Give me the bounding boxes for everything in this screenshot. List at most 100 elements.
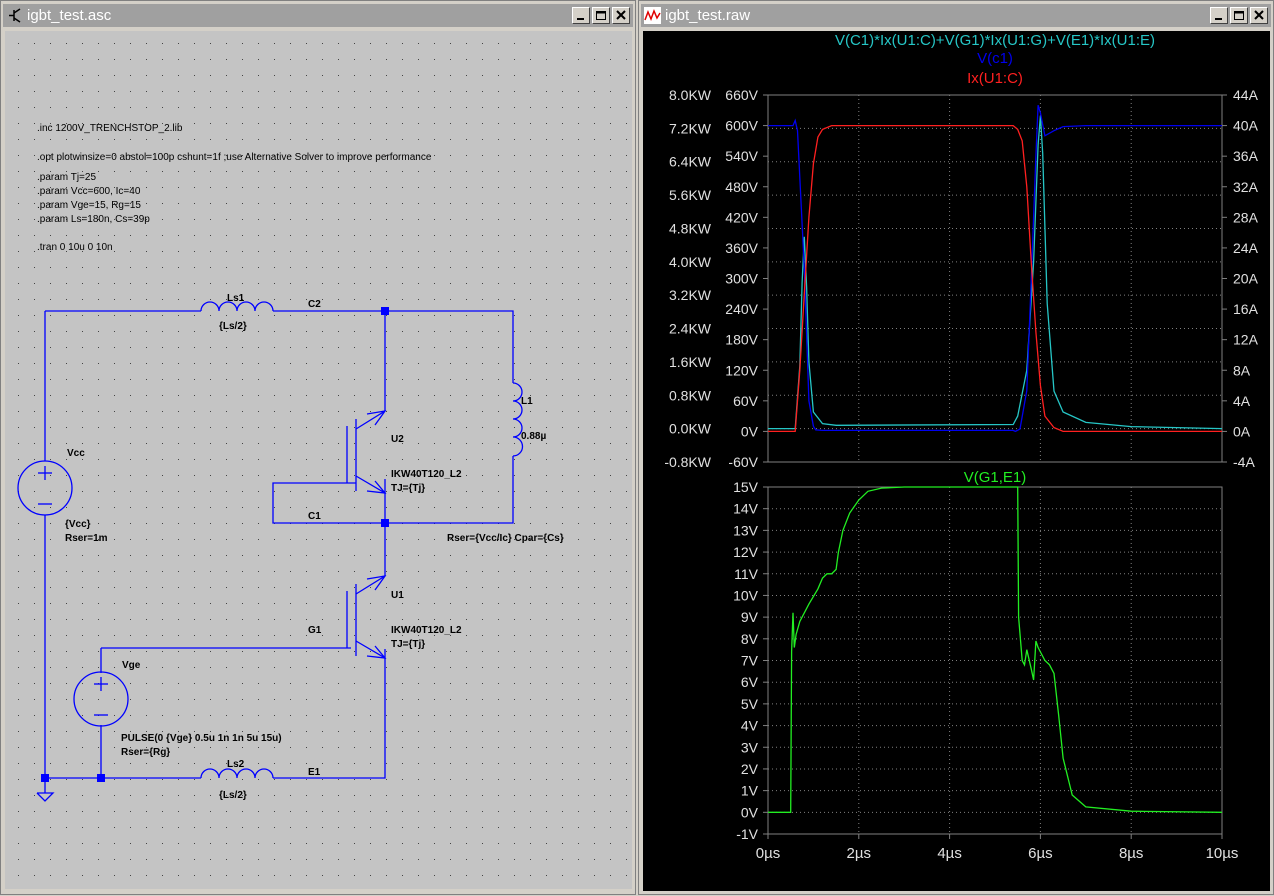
tick-label-current: 4A (1233, 393, 1251, 409)
minimize-icon (1215, 18, 1222, 20)
label-u1-model[interactable]: IKW40T120_L2 (391, 625, 462, 636)
inductor-ls1[interactable] (200, 301, 274, 312)
inductor-l1[interactable] (512, 382, 524, 457)
top-pane-frame (767, 94, 1223, 463)
voltage-source-vge[interactable] (73, 671, 129, 727)
schematic-canvas[interactable]: .inc 1200V_TRENCHSTOP_2.lib .opt plotwin… (5, 31, 632, 889)
directive-include[interactable]: .inc 1200V_TRENCHSTOP_2.lib (37, 123, 183, 134)
tick-label-voltage: 120V (725, 362, 758, 378)
tick-label-current: 12A (1233, 332, 1259, 348)
close-button[interactable] (612, 7, 630, 24)
tick-label-gate-voltage: 15V (733, 479, 759, 495)
wires (36, 310, 514, 802)
tick-label-power: 4.0KW (669, 254, 712, 270)
label-vcc-value[interactable]: {Vcc} (65, 519, 91, 530)
tick-label-voltage: 660V (725, 87, 758, 103)
tick-label-voltage: 480V (725, 179, 758, 195)
tick-label-gate-voltage: 9V (741, 609, 759, 625)
label-vcc-name[interactable]: Vcc (67, 448, 85, 459)
tick-label-gate-voltage: 6V (741, 674, 759, 690)
close-button[interactable] (1250, 7, 1268, 24)
directive-param-tj[interactable]: .param Tj=25 (37, 172, 96, 183)
plot-titlebar[interactable]: igbt_test.raw (641, 4, 1271, 27)
label-vge-name[interactable]: Vge (122, 660, 141, 671)
minimize-button[interactable] (1210, 7, 1228, 24)
tick-label-voltage: 360V (725, 240, 758, 256)
label-net-c2[interactable]: C2 (308, 299, 321, 310)
label-ls2-name[interactable]: Ls2 (227, 759, 245, 770)
tick-label-gate-voltage: 8V (741, 631, 759, 647)
tick-label-voltage: 600V (725, 118, 758, 134)
label-ls1-value[interactable]: {Ls/2} (219, 321, 247, 332)
tick-label-current: 40A (1233, 118, 1259, 134)
tick-label-gate-voltage: 5V (741, 696, 759, 712)
schematic-window-title: igbt_test.asc (27, 7, 112, 24)
label-l1-rser[interactable]: Rser={Vcc/Ic} Cpar={Cs} (447, 533, 564, 544)
waveform-app-icon (644, 7, 661, 24)
directive-param-ls[interactable]: .param Ls=180n, Cs=39p (37, 214, 150, 225)
tick-label-gate-voltage: 13V (733, 522, 759, 538)
igbt-u1[interactable] (346, 575, 387, 659)
tick-label-power: 7.2KW (669, 120, 712, 136)
voltage-source-vcc[interactable] (17, 460, 73, 516)
waveform-plot[interactable]: -0.8KW0.0KW0.8KW1.6KW2.4KW3.2KW4.0KW4.8K… (643, 31, 1270, 891)
label-vcc-rser[interactable]: Rser=1m (65, 533, 108, 544)
tick-label-power: 5.6KW (669, 187, 712, 203)
tick-label-voltage: 300V (725, 271, 758, 287)
tick-label-power: 8.0KW (669, 87, 712, 103)
tick-label-current: 0A (1233, 423, 1251, 439)
schematic-titlebar[interactable]: igbt_test.asc (3, 4, 633, 27)
tick-label-gate-voltage: 3V (741, 739, 759, 755)
label-ls1-name[interactable]: Ls1 (227, 293, 245, 304)
directive-options[interactable]: .opt plotwinsize=0 abstol=100p cshunt=1f… (37, 152, 432, 163)
inductor-ls2[interactable] (200, 768, 274, 779)
tick-label-gate-voltage: 2V (741, 761, 759, 777)
label-u1-name[interactable]: U1 (391, 590, 404, 601)
tick-label-power: 1.6KW (669, 354, 712, 370)
label-vge-pulse[interactable]: PULSE(0 {Vge} 0.5u 1n 1n 5u 15u) (121, 733, 282, 744)
tick-label-gate-voltage: 11V (734, 566, 759, 582)
trace-label-gate-voltage: V(G1,E1) (964, 469, 1027, 486)
tick-label-power: 6.4KW (669, 154, 712, 170)
tick-label-current: 16A (1233, 301, 1259, 317)
label-u2-name[interactable]: U2 (391, 434, 404, 445)
label-ls2-value[interactable]: {Ls/2} (219, 790, 247, 801)
tick-label-gate-voltage: 1V (741, 783, 759, 799)
directive-tran[interactable]: .tran 0 10u 0 10n (37, 242, 113, 253)
schematic-app-icon (9, 8, 21, 23)
tick-label-time: 2µs (847, 845, 872, 862)
tick-label-time: 4µs (937, 845, 962, 862)
label-u2-model[interactable]: IKW40T120_L2 (391, 469, 462, 480)
tick-label-gate-voltage: 4V (741, 718, 759, 734)
trace-label-power: V(C1)*Ix(U1:C)+V(G1)*Ix(U1:G)+V(E1)*Ix(U… (835, 32, 1155, 49)
tick-label-time: 10µs (1206, 845, 1239, 862)
schematic-drawing[interactable]: .inc 1200V_TRENCHSTOP_2.lib .opt plotwin… (5, 31, 632, 889)
igbt-u2[interactable] (346, 410, 387, 494)
maximize-button[interactable] (1230, 7, 1248, 24)
label-l1-value[interactable]: 0.88µ (521, 431, 546, 442)
maximize-icon (596, 11, 606, 20)
trace-voltage (768, 105, 1222, 433)
label-u2-tj[interactable]: TJ={Tj} (391, 483, 425, 494)
tick-label-current: 36A (1233, 148, 1259, 164)
label-vge-rser[interactable]: Rser={Rg} (121, 747, 170, 758)
close-icon (1254, 10, 1264, 20)
trace-current (768, 124, 1222, 433)
label-net-e1[interactable]: E1 (308, 767, 321, 778)
tick-label-gate-voltage: 10V (733, 587, 759, 603)
tick-label-power: 3.2KW (669, 287, 712, 303)
close-icon (616, 10, 626, 20)
trace-power (768, 115, 1223, 430)
directive-param-vcc[interactable]: .param Vcc=600, Ic=40 (37, 186, 141, 197)
maximize-button[interactable] (592, 7, 610, 24)
directive-param-vge[interactable]: .param Vge=15, Rg=15 (37, 200, 141, 211)
minimize-button[interactable] (572, 7, 590, 24)
label-net-g1[interactable]: G1 (308, 625, 322, 636)
tick-label-power: 0.0KW (669, 421, 712, 437)
tick-label-voltage: 60V (733, 393, 759, 409)
label-net-c1[interactable]: C1 (308, 511, 321, 522)
trace-label-voltage: V(c1) (977, 50, 1013, 67)
label-u1-tj[interactable]: TJ={Tj} (391, 639, 425, 650)
label-l1-name[interactable]: L1 (521, 396, 533, 407)
